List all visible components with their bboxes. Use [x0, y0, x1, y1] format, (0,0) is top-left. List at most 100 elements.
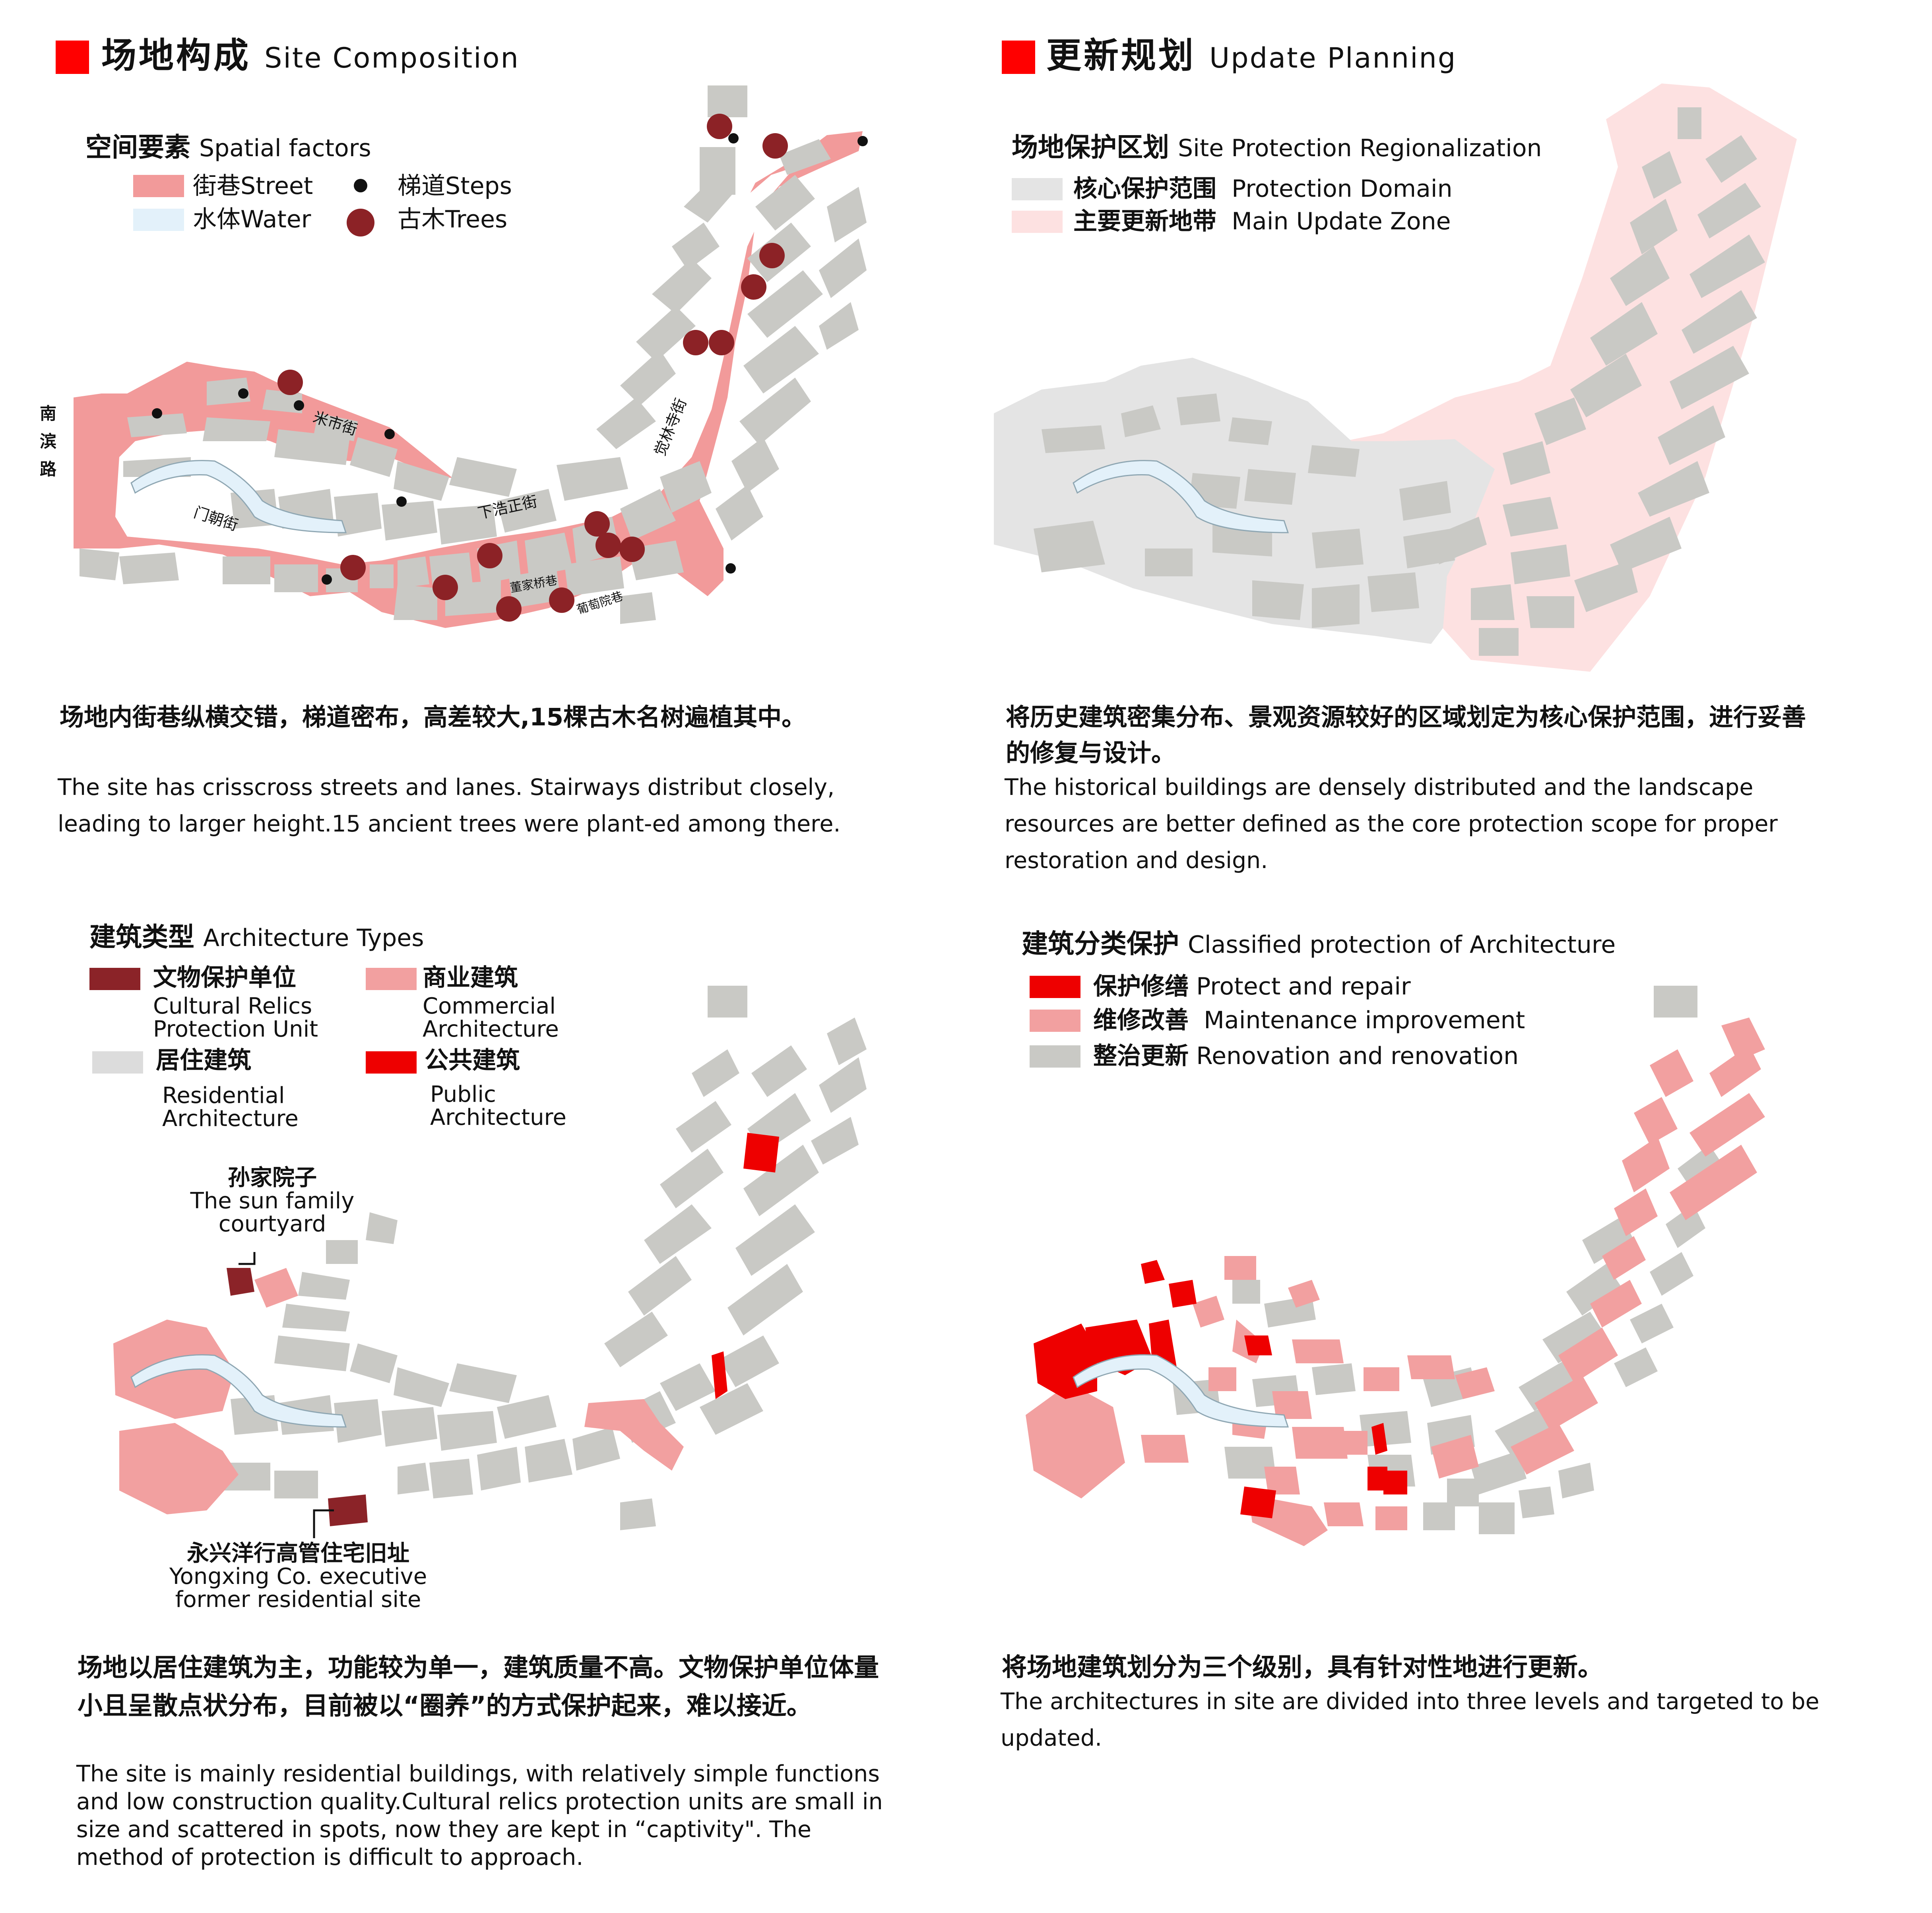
public-buildings: [712, 1133, 779, 1399]
legend-water-label: 水体Water: [193, 205, 311, 233]
section-marker-s1: [56, 41, 89, 74]
legend-protect-label: 保护修缮 Protect and repair: [1093, 973, 1411, 1000]
s4-description-cn: 将场地建筑划分为三个级别，具有针对性地进行更新。: [1002, 1653, 1603, 1682]
tree-dot: [496, 596, 522, 622]
tree-dot: [707, 114, 732, 139]
step-dot: [294, 400, 304, 411]
legend-renov-label: 整治更新 Renovation and renovation: [1093, 1042, 1519, 1070]
architecture-types-map: [113, 986, 867, 1538]
legend-renov-swatch: [1030, 1045, 1080, 1068]
legend-relic-swatch: [89, 968, 140, 990]
legend-public-swatch: [366, 1051, 417, 1074]
tree-dot: [340, 555, 366, 580]
subtitle-en: Architecture Types: [203, 924, 424, 952]
legend-domain-label: 核心保护范围 Protection Domain: [1073, 175, 1453, 203]
subtitle-s4: 建筑分类保护 Classified protection of Architect…: [1022, 931, 1616, 957]
step-dot: [725, 563, 736, 574]
legend-relic-cn: 文物保护单位: [153, 964, 296, 992]
legend-commercial-cn: 商业建筑: [423, 964, 518, 992]
step-markers: [152, 133, 868, 585]
step-dot: [322, 574, 332, 585]
tree-dot: [477, 543, 502, 568]
subtitle-cn: 场地保护区划: [1012, 132, 1169, 163]
step-dot: [396, 496, 407, 507]
title-en: Site Composition: [264, 42, 520, 74]
legend-update-label: 主要更新地带 Main Update Zone: [1073, 207, 1451, 235]
tree-dot: [709, 330, 734, 355]
subtitle-en: Spatial factors: [199, 134, 371, 162]
callout-line-2: [313, 1509, 334, 1538]
s3-description-en: The site is mainly residential buildings…: [76, 1761, 883, 1870]
subtitle-en: Site Protection Regionalization: [1178, 134, 1542, 162]
tree-markers: [277, 114, 788, 622]
legend-public-cn: 公共建筑: [425, 1047, 520, 1074]
label-nanbin-2: 滨: [40, 432, 56, 451]
legend-maint-label: 维修改善 Maintenance improvement: [1093, 1006, 1525, 1034]
step-dot: [857, 136, 868, 146]
subtitle-s2: 场地保护区划 Site Protection Regionalization: [1012, 134, 1542, 161]
commercial-buildings: [113, 1268, 684, 1514]
legend-residential-swatch: [92, 1051, 143, 1074]
site-composition-map: 南 滨 路 米市街 门朝街 下浩正街 觉林寺街 董家桥巷 葡萄院巷: [40, 85, 868, 628]
subtitle-s3: 建筑类型 Architecture Types: [89, 924, 424, 950]
tree-dot: [619, 537, 645, 562]
callout-line-1: [239, 1252, 256, 1265]
tree-dot: [759, 243, 785, 268]
legend-update-swatch: [1012, 211, 1063, 233]
step-dot: [384, 429, 395, 439]
tree-dot: [762, 133, 788, 159]
water-body: [130, 460, 347, 533]
tree-dot: [596, 533, 621, 558]
subtitle-en: Classified protection of Architecture: [1188, 931, 1616, 959]
legend-commercial-swatch: [366, 968, 417, 990]
s2-description-cn: 将历史建筑密集分布、景观资源较好的区域划定为核心保护范围，进行妥善的修复与设计。: [1006, 703, 1806, 767]
legend-residential-cn: 居住建筑: [156, 1047, 251, 1074]
maintenance-buildings: [1026, 1018, 1765, 1546]
title-cn: 更新规划: [1046, 35, 1196, 76]
protection-buildings: [1034, 107, 1765, 656]
protection-regionalization-map: [994, 83, 1797, 672]
legend-trees-label: 古木Trees: [398, 205, 508, 233]
section-title-s2: 更新规划 Update Planning: [1046, 38, 1457, 73]
tree-dot: [584, 511, 610, 537]
legend-protect-swatch: [1030, 976, 1080, 998]
relic-buildings: [227, 1268, 368, 1526]
section-marker-s2: [1002, 41, 1035, 74]
subtitle-cn: 建筑分类保护: [1022, 928, 1179, 959]
s4-description-en: The architectures in site are divided in…: [1001, 1688, 1819, 1751]
step-dot: [728, 133, 739, 143]
step-dot: [152, 408, 162, 419]
legend-maint-swatch: [1030, 1010, 1080, 1032]
water-body-4: [1073, 1354, 1289, 1428]
subtitle-s1: 空间要素 Spatial factors: [85, 134, 371, 161]
tree-dot: [277, 370, 303, 395]
s1-description-cn: 场地内街巷纵横交错，梯道密布，高差较大,15棵古木名树遍植其中。: [60, 703, 806, 731]
subtitle-cn: 空间要素: [85, 132, 190, 163]
tree-dot: [741, 274, 766, 300]
legend-street-label: 街巷Street: [193, 172, 313, 200]
street-interior: [115, 167, 795, 564]
legend-water-swatch: [133, 209, 184, 231]
tree-dot: [433, 575, 458, 600]
section-title-s1: 场地构成 Site Composition: [101, 38, 520, 73]
legend-steps-label: 梯道Steps: [398, 172, 512, 200]
legend-trees-dot: [347, 209, 374, 236]
s2-description-en: The historical buildings are densely dis…: [1005, 774, 1778, 874]
legend-domain-swatch: [1012, 178, 1063, 200]
title-cn: 场地构成: [101, 35, 251, 76]
classified-protection-map: [1026, 986, 1765, 1546]
title-en: Update Planning: [1209, 42, 1457, 74]
tree-dot: [683, 330, 708, 355]
water-body-2: [1073, 460, 1289, 533]
s3-description-cn: 场地以居住建筑为主，功能较为单一，建筑质量不高。文物保护单位体量小且呈散点状分布…: [78, 1653, 879, 1720]
label-nanbin-1: 南: [40, 404, 56, 423]
label-nanbin-3: 路: [40, 459, 57, 479]
subtitle-cn: 建筑类型: [89, 922, 194, 952]
water-body-3: [130, 1354, 347, 1428]
